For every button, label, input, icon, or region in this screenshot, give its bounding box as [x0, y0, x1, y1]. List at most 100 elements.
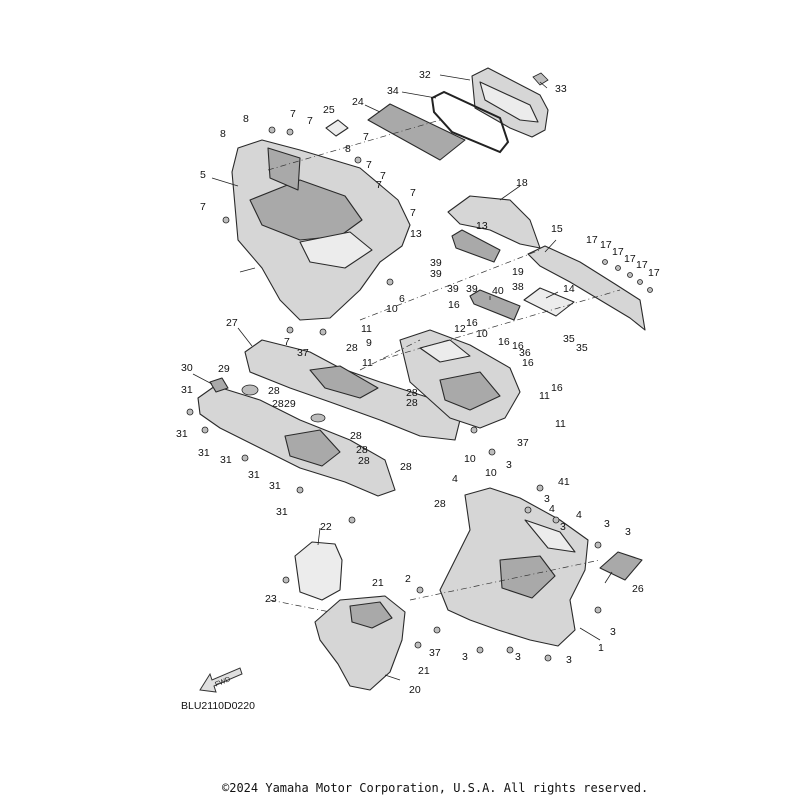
callout-label: 28: [406, 397, 418, 409]
callout-label: 36: [519, 347, 531, 359]
callout-label: 3: [560, 521, 566, 533]
callout-label: 37: [297, 347, 309, 359]
callout-label: 40: [492, 285, 504, 297]
callout-label: 31: [176, 428, 188, 440]
fasteners: [186, 126, 653, 662]
callout-label: 3: [610, 626, 616, 638]
callout-label: 7: [307, 115, 313, 127]
callout-label: 22: [320, 521, 332, 533]
callout-label: 3: [515, 651, 521, 663]
callout-label: 3: [462, 651, 468, 663]
callout-label: 31: [276, 506, 288, 518]
callout-label: 11: [362, 357, 373, 369]
callout-label: 20: [409, 684, 421, 696]
callout-label: 31: [181, 384, 193, 396]
callout-label: 11: [361, 323, 372, 335]
part-29-knob: [241, 384, 326, 423]
callout-leaders: [192, 74, 613, 681]
center-lines: [267, 119, 621, 613]
callout-label: 39: [447, 283, 459, 295]
callout-label: 16: [512, 340, 524, 352]
callout-label: 37: [517, 437, 529, 449]
callout-label: 7: [366, 159, 372, 171]
callout-label: 7: [410, 187, 416, 199]
callout-label: 21: [372, 577, 384, 589]
part-22-cover: [294, 541, 343, 601]
part-1-lower-panel: [439, 487, 589, 647]
callout-label: 39: [466, 283, 478, 295]
part-20-side-panel: [314, 595, 406, 691]
callout-label: 4: [549, 503, 555, 515]
callout-label: 38: [512, 281, 524, 293]
callout-label: 18: [516, 177, 528, 189]
callout-label: 34: [387, 85, 399, 97]
part-19-grille: [451, 229, 501, 263]
callout-label: 3: [506, 459, 512, 471]
callout-label: 16: [498, 336, 510, 348]
callout-label: 39: [430, 268, 442, 280]
callout-label: 28: [358, 455, 370, 467]
callout-label: 4: [452, 473, 458, 485]
callout-label: 8: [345, 143, 351, 155]
callout-label: 16: [522, 357, 534, 369]
callout-label: 26: [632, 583, 644, 595]
callout-label: 28: [400, 461, 412, 473]
part-5-upper-panel: [231, 139, 411, 321]
callout-label: 28: [272, 398, 284, 410]
callout-label: 7: [284, 336, 290, 348]
part-32-lid: [471, 67, 549, 138]
callout-labels: 32 33 34 24 25 7 8 8 7 7 8 5 7 7 7 7 7 7…: [176, 69, 660, 696]
callout-label: 31: [220, 454, 232, 466]
part-34-seal: [430, 90, 510, 154]
center-console-assembly: [399, 329, 521, 429]
diagram-code: BLU2110D0220: [181, 700, 255, 712]
callout-label: 10: [386, 303, 398, 315]
part-24-mat: [367, 103, 466, 161]
callout-label: 37: [429, 647, 441, 659]
callout-label: 10: [476, 328, 488, 340]
callout-label: 15: [551, 223, 563, 235]
part-30-lower-rail: [197, 385, 396, 497]
callout-label: 30: [181, 362, 193, 374]
callout-label: 7: [363, 131, 369, 143]
callout-label: 11: [539, 390, 550, 402]
callout-label: 35: [563, 333, 575, 345]
callout-label: 7: [380, 170, 386, 182]
callout-label: 7: [290, 108, 296, 120]
callout-label: 1: [598, 642, 604, 654]
callout-label: 25: [323, 104, 335, 116]
part-14-plate: [523, 287, 575, 317]
part-30-bracket: [209, 377, 229, 393]
callout-label: 35: [576, 342, 588, 354]
callout-label: 13: [410, 228, 422, 240]
callout-label: 24: [352, 96, 364, 108]
callout-label: 28: [268, 385, 280, 397]
callout-label: 16: [466, 317, 478, 329]
callout-label: 23: [265, 593, 277, 605]
callout-label: 7: [410, 207, 416, 219]
callout-label: 29: [284, 398, 296, 410]
callout-label: 16: [448, 299, 460, 311]
callout-label: 12: [454, 323, 466, 335]
forward-arrow-icon: FWD: [199, 667, 243, 693]
callout-label: 5: [200, 169, 206, 181]
callout-label: 17: [648, 267, 660, 279]
callout-label: 10: [464, 453, 476, 465]
callout-label: 39: [430, 257, 442, 269]
callout-label: 33: [555, 83, 567, 95]
callout-label: 28: [346, 342, 358, 354]
callout-label: 11: [555, 418, 566, 430]
copyright-notice: ©2024 Yamaha Motor Corporation, U.S.A. A…: [222, 781, 649, 795]
callout-label: 3: [566, 654, 572, 666]
callout-label: 3: [604, 518, 610, 530]
callout-label: 2: [405, 573, 411, 585]
callout-label: 27: [226, 317, 238, 329]
callout-label: 32: [419, 69, 431, 81]
part-40-grille: [469, 289, 521, 321]
callout-label: 8: [243, 113, 249, 125]
callout-label: 19: [512, 266, 524, 278]
callout-label: 10: [485, 467, 497, 479]
callout-label: 17: [600, 239, 612, 251]
callout-label: 28: [350, 430, 362, 442]
